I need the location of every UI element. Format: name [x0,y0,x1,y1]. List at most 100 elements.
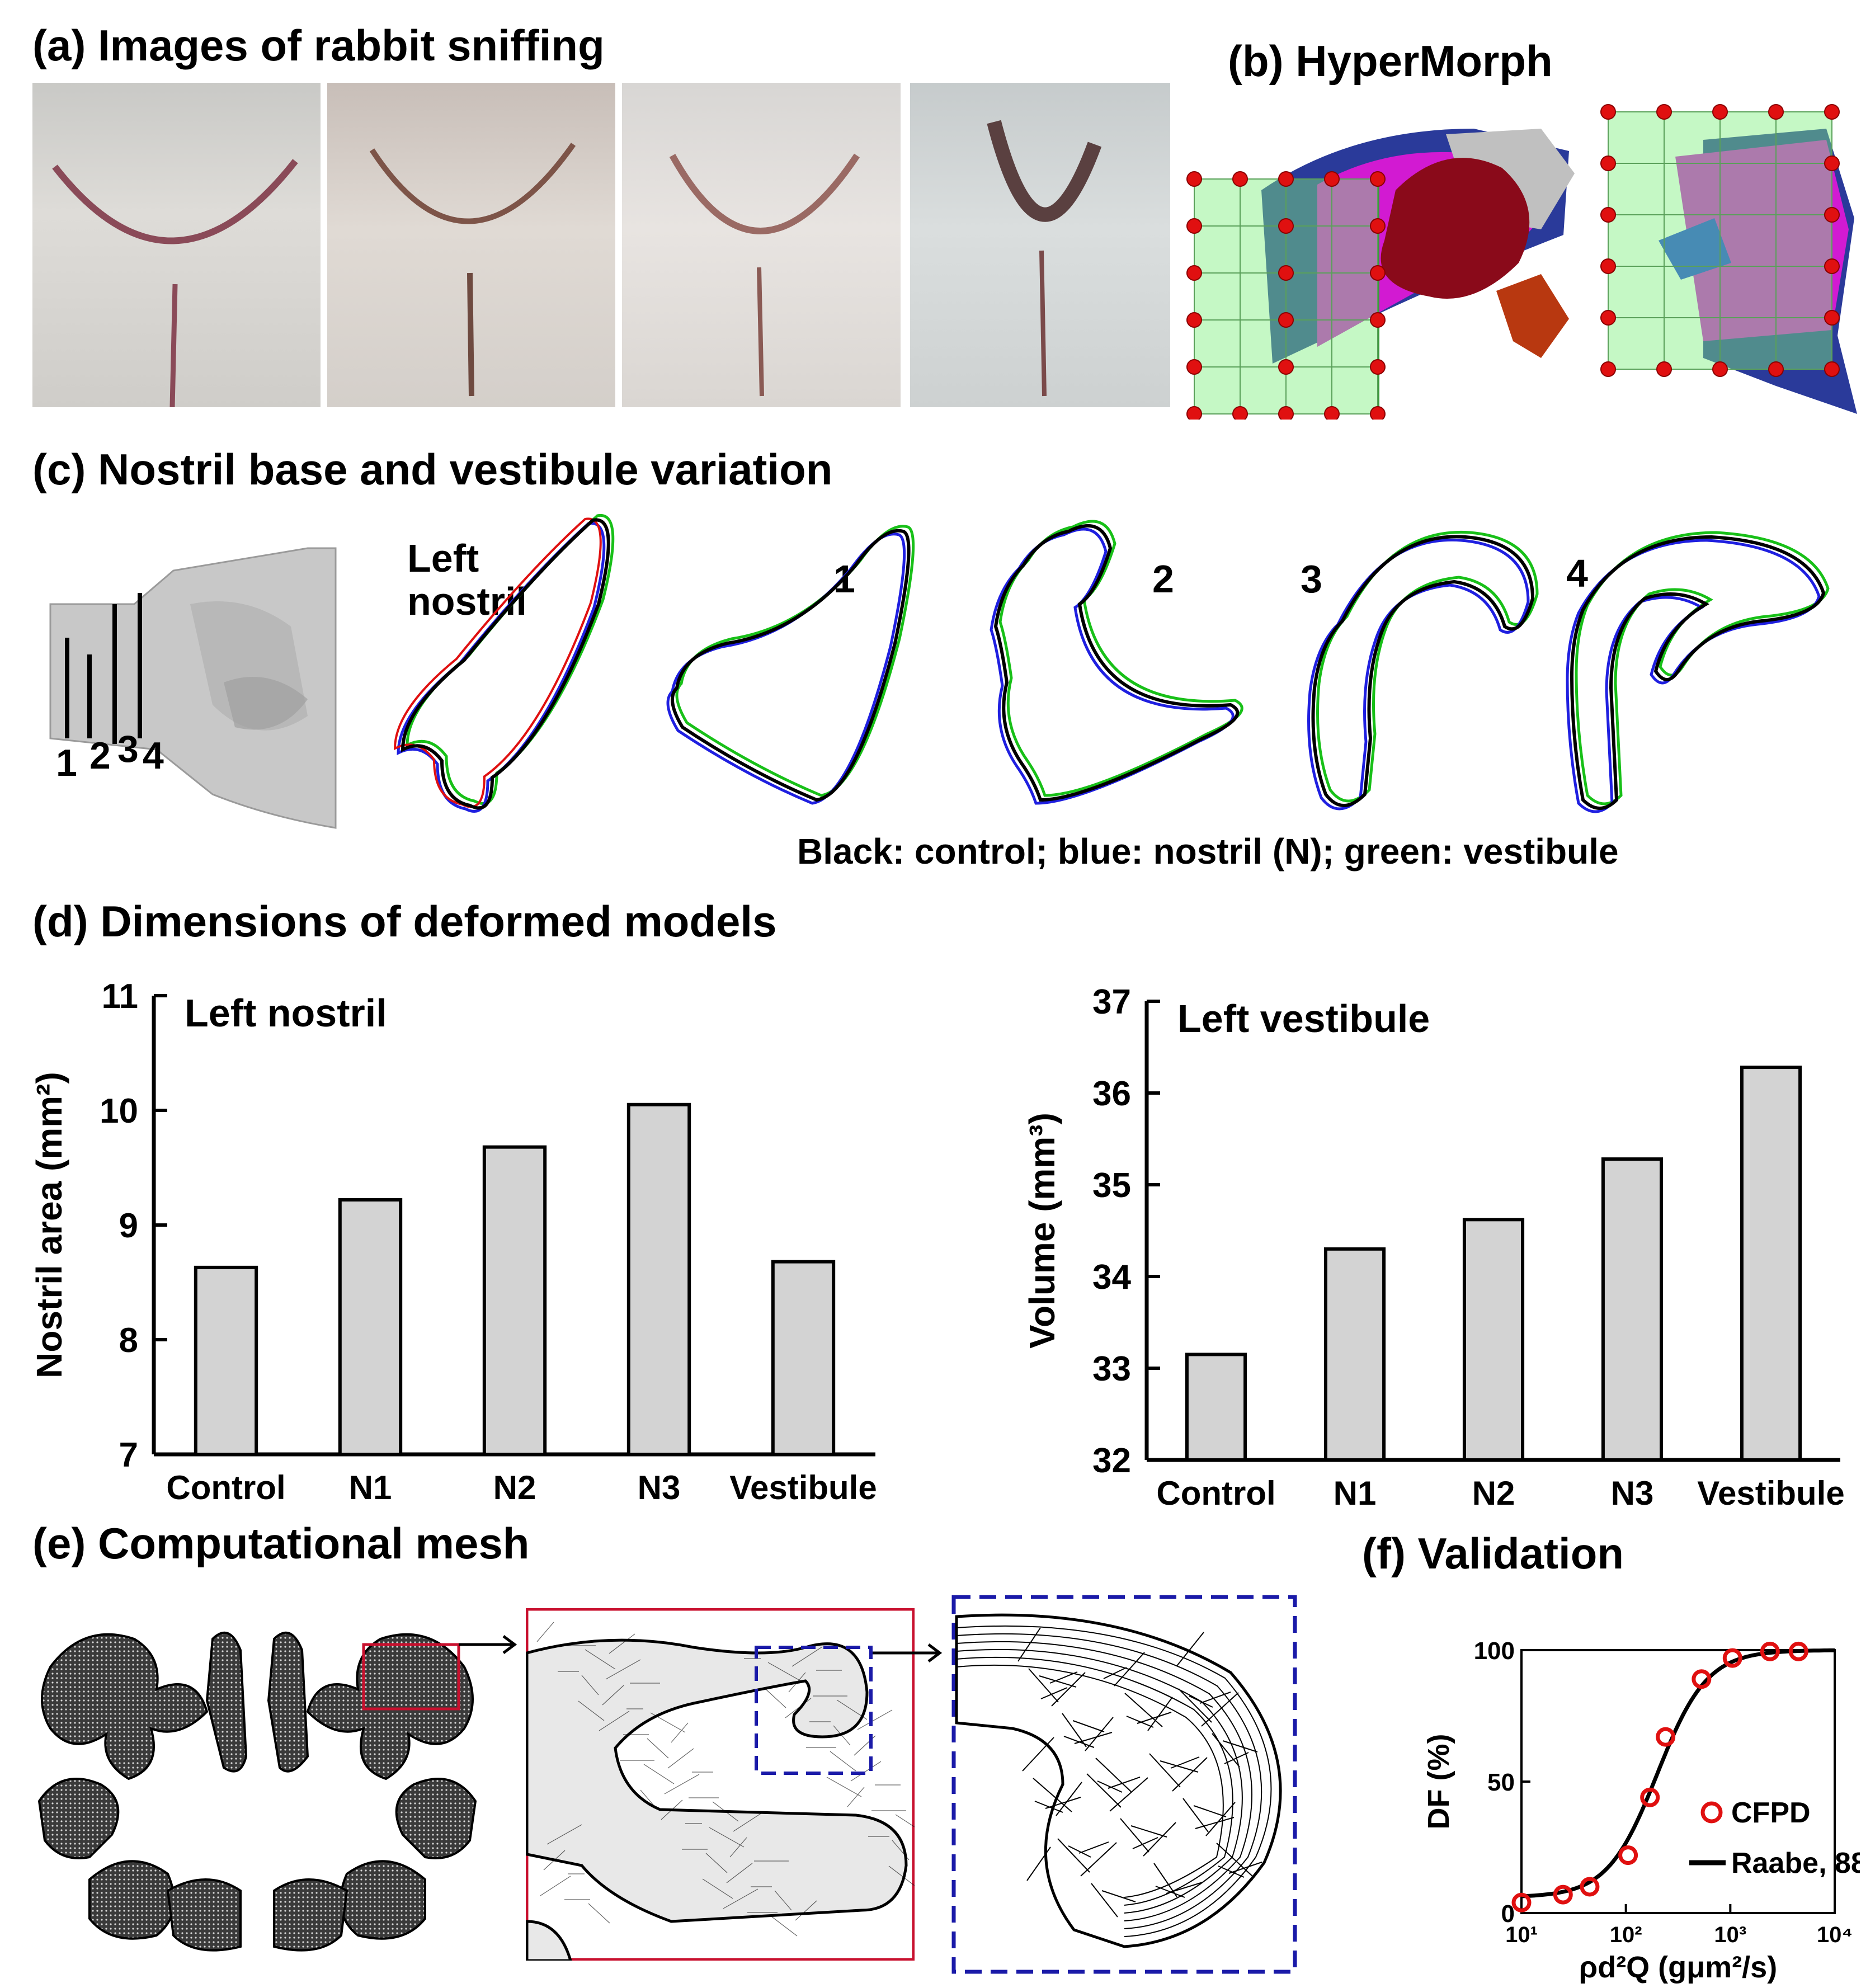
mesh-edge [712,1801,739,1822]
chart-title: Left vestibule [1177,997,1430,1040]
mesh-edge [1147,1697,1173,1731]
mesh-edge [1022,1737,1054,1772]
mesh-edge [1086,1773,1122,1808]
control-point [1712,104,1728,120]
mesh-edge [705,1853,728,1873]
bar [194,1265,258,1456]
mesh-zoom-box-1 [362,1643,460,1711]
y-axis-label: Volume (mm³) [1022,1113,1062,1349]
contour-legend: Black: control; blue: nostril (N); green… [797,831,1619,871]
control-lattice-1 [1186,171,1386,420]
control-point [1278,265,1294,281]
mesh-edge [1034,1801,1063,1813]
y-tick-label: 32 [1092,1441,1131,1480]
x-tick-label: N2 [1472,1474,1515,1510]
control-point [1186,312,1202,328]
mesh-edge [857,1709,893,1730]
mesh-edge [1176,1632,1204,1666]
legend-cfpd-marker [1700,1801,1723,1824]
mesh-edge [602,1685,624,1706]
control-point [1600,156,1616,171]
mesh-edge [709,1827,745,1848]
panel-b-title: (b) HyperMorph [1228,36,1553,86]
mesh-edge [791,1646,823,1667]
mesh-edge [546,1824,582,1845]
mesh-edge [1182,1798,1209,1832]
mesh-edge [1045,1797,1081,1809]
hypermorph-model-1 [1186,129,1575,420]
nasal-model-sections [49,547,337,829]
panel-e-title: (e) Computational mesh [32,1519,530,1568]
control-point [1824,207,1840,223]
mesh-edge [771,1916,798,1937]
control-point [1824,104,1840,120]
mesh-edge [1126,1716,1154,1728]
nose-cleft-1 [52,159,298,408]
mesh-zoom-2 [951,1595,1297,1974]
x-tick-label: N1 [1334,1474,1377,1510]
section-label-3: 3 [117,728,139,770]
control-contour-2 [993,524,1240,802]
mesh-edge [1201,1692,1239,1727]
mesh-edge [1224,1752,1249,1764]
control-contour-0 [401,518,610,810]
control-point [1824,258,1840,274]
hypermorph-model-2 [1600,104,1857,414]
bar [771,1260,836,1456]
boundary-layer [956,1664,1224,1898]
mesh-edge [1095,1758,1132,1792]
control-point [1186,171,1202,187]
cfpd-point [1692,1669,1712,1689]
mesh-edge [836,1699,868,1720]
control-contour-3 [1311,535,1535,807]
control-point [1232,406,1248,420]
panel-f-title: (f) Validation [1362,1529,1624,1578]
x-tick-label: Control [1156,1474,1275,1510]
mesh-edge [1080,1842,1117,1877]
control-point [1186,359,1202,375]
control-point [1600,310,1616,326]
x-tick-label: N1 [349,1469,392,1506]
control-point [1656,361,1672,377]
mesh-edge [830,1751,856,1772]
mesh-edge [1017,1627,1041,1662]
mesh-edge [581,1675,599,1695]
control-point [1370,265,1386,281]
control-point [1186,218,1202,234]
mesh-edge [847,1787,865,1807]
mesh-edge [850,1761,882,1782]
mesh-edge [729,1837,747,1858]
mesh-edge [588,1903,610,1924]
y-axis-label: Nostril area (mm²) [29,1072,69,1378]
mesh-edge [1193,1805,1227,1817]
x-tick-label: 10⁴ [1817,1923,1853,1947]
bar [1740,1066,1802,1462]
control-point [1278,171,1294,187]
control-point [1278,218,1294,234]
nostril-contour-1 [666,533,906,805]
y-tick-label: 50 [1487,1769,1515,1796]
control-point [1600,258,1616,274]
mesh-edge [1109,1777,1148,1812]
bar [338,1198,403,1456]
boundary-layer [956,1641,1252,1921]
bar [1462,1218,1525,1462]
mesh-edge [833,1725,851,1746]
mesh-edge [585,1649,616,1670]
y-tick-label: 7 [119,1436,138,1474]
mesh-edge [1195,1817,1235,1829]
y-tick-label: 10 [100,1092,138,1130]
control-point [1186,265,1202,281]
mesh-edge [826,1777,862,1797]
mesh-edge [892,1840,910,1860]
control-lattice-2 [1600,104,1840,377]
mesh-edge [1085,1717,1114,1751]
mesh-edge [1124,1693,1163,1727]
control-point [1186,406,1202,420]
mesh-edge [764,1688,786,1708]
cfpd-point [1788,1641,1808,1661]
control-point [1824,361,1840,377]
chart-title: Left nostril [185,991,387,1035]
mesh-edge [795,1900,817,1921]
